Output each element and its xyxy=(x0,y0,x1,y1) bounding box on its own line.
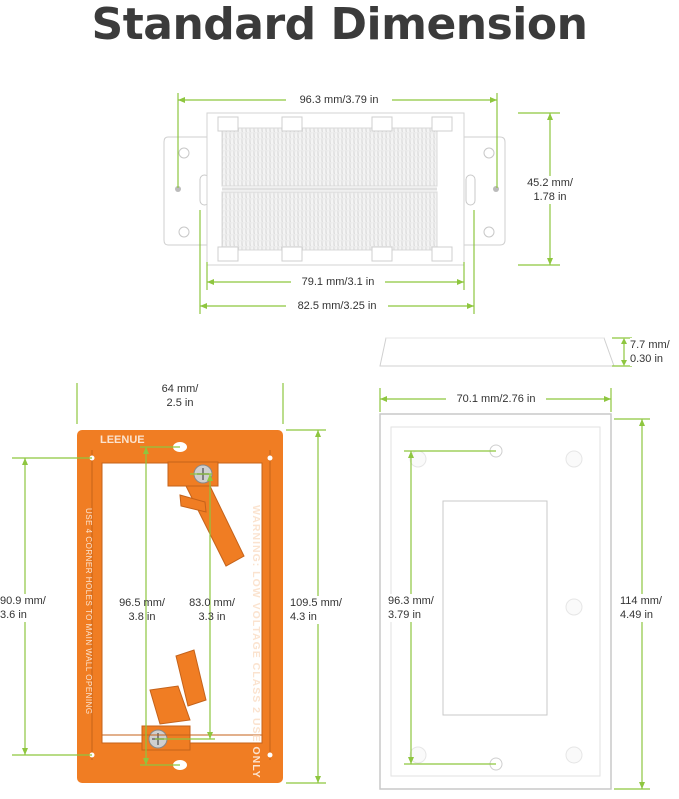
bracket-inner-height-label: 83.0 mm/ 3.3 in xyxy=(189,597,235,623)
wall-plate-side-view xyxy=(379,337,615,367)
wall-plate-height-label: 114 mm/ 4.49 in xyxy=(620,594,674,622)
bracket-width-label: 64 mm/ 2.5 in xyxy=(150,382,210,410)
bracket-warning-text: WARNING: LOW VOLTAGE CLASS 2 USE ONLY xyxy=(250,505,262,779)
brush-plate-outer-width-label: 82.5 mm/3.25 in xyxy=(286,299,388,313)
brush-plate-inner-width-label: 79.1 mm/3.1 in xyxy=(291,275,385,289)
brush-wall-plate xyxy=(163,112,506,266)
bracket-left-height-label: 90.9 mm/ 3.6 in xyxy=(0,594,58,622)
brush-plate-height-label: 45.2 mm/ 1.78 in xyxy=(521,176,579,204)
bracket-center-height-label: 96.5 mm/ 3.8 in xyxy=(119,597,165,623)
page-title: Standard Dimension xyxy=(91,0,588,50)
brush-plate-width-label: 96.3 mm/3.79 in xyxy=(286,93,392,107)
low-voltage-bracket: LEENUE WARNING: LOW VOLTAGE CLASS 2 USE … xyxy=(77,430,283,783)
bracket-brand: LEENUE xyxy=(100,434,145,446)
bracket-right-height-label: 109.5 mm/ 4.3 in xyxy=(290,596,350,624)
wall-plate-width-label: 70.1 mm/2.76 in xyxy=(446,392,546,406)
wall-plate-hole-spacing-label: 96.3 mm/ 3.79 in xyxy=(388,594,442,622)
wall-plate-depth-label: 7.7 mm/ 0.30 in xyxy=(630,338,678,366)
bracket-side-text: USE 4 CORNER HOLES TO MAIN WALL OPENING xyxy=(84,508,93,715)
